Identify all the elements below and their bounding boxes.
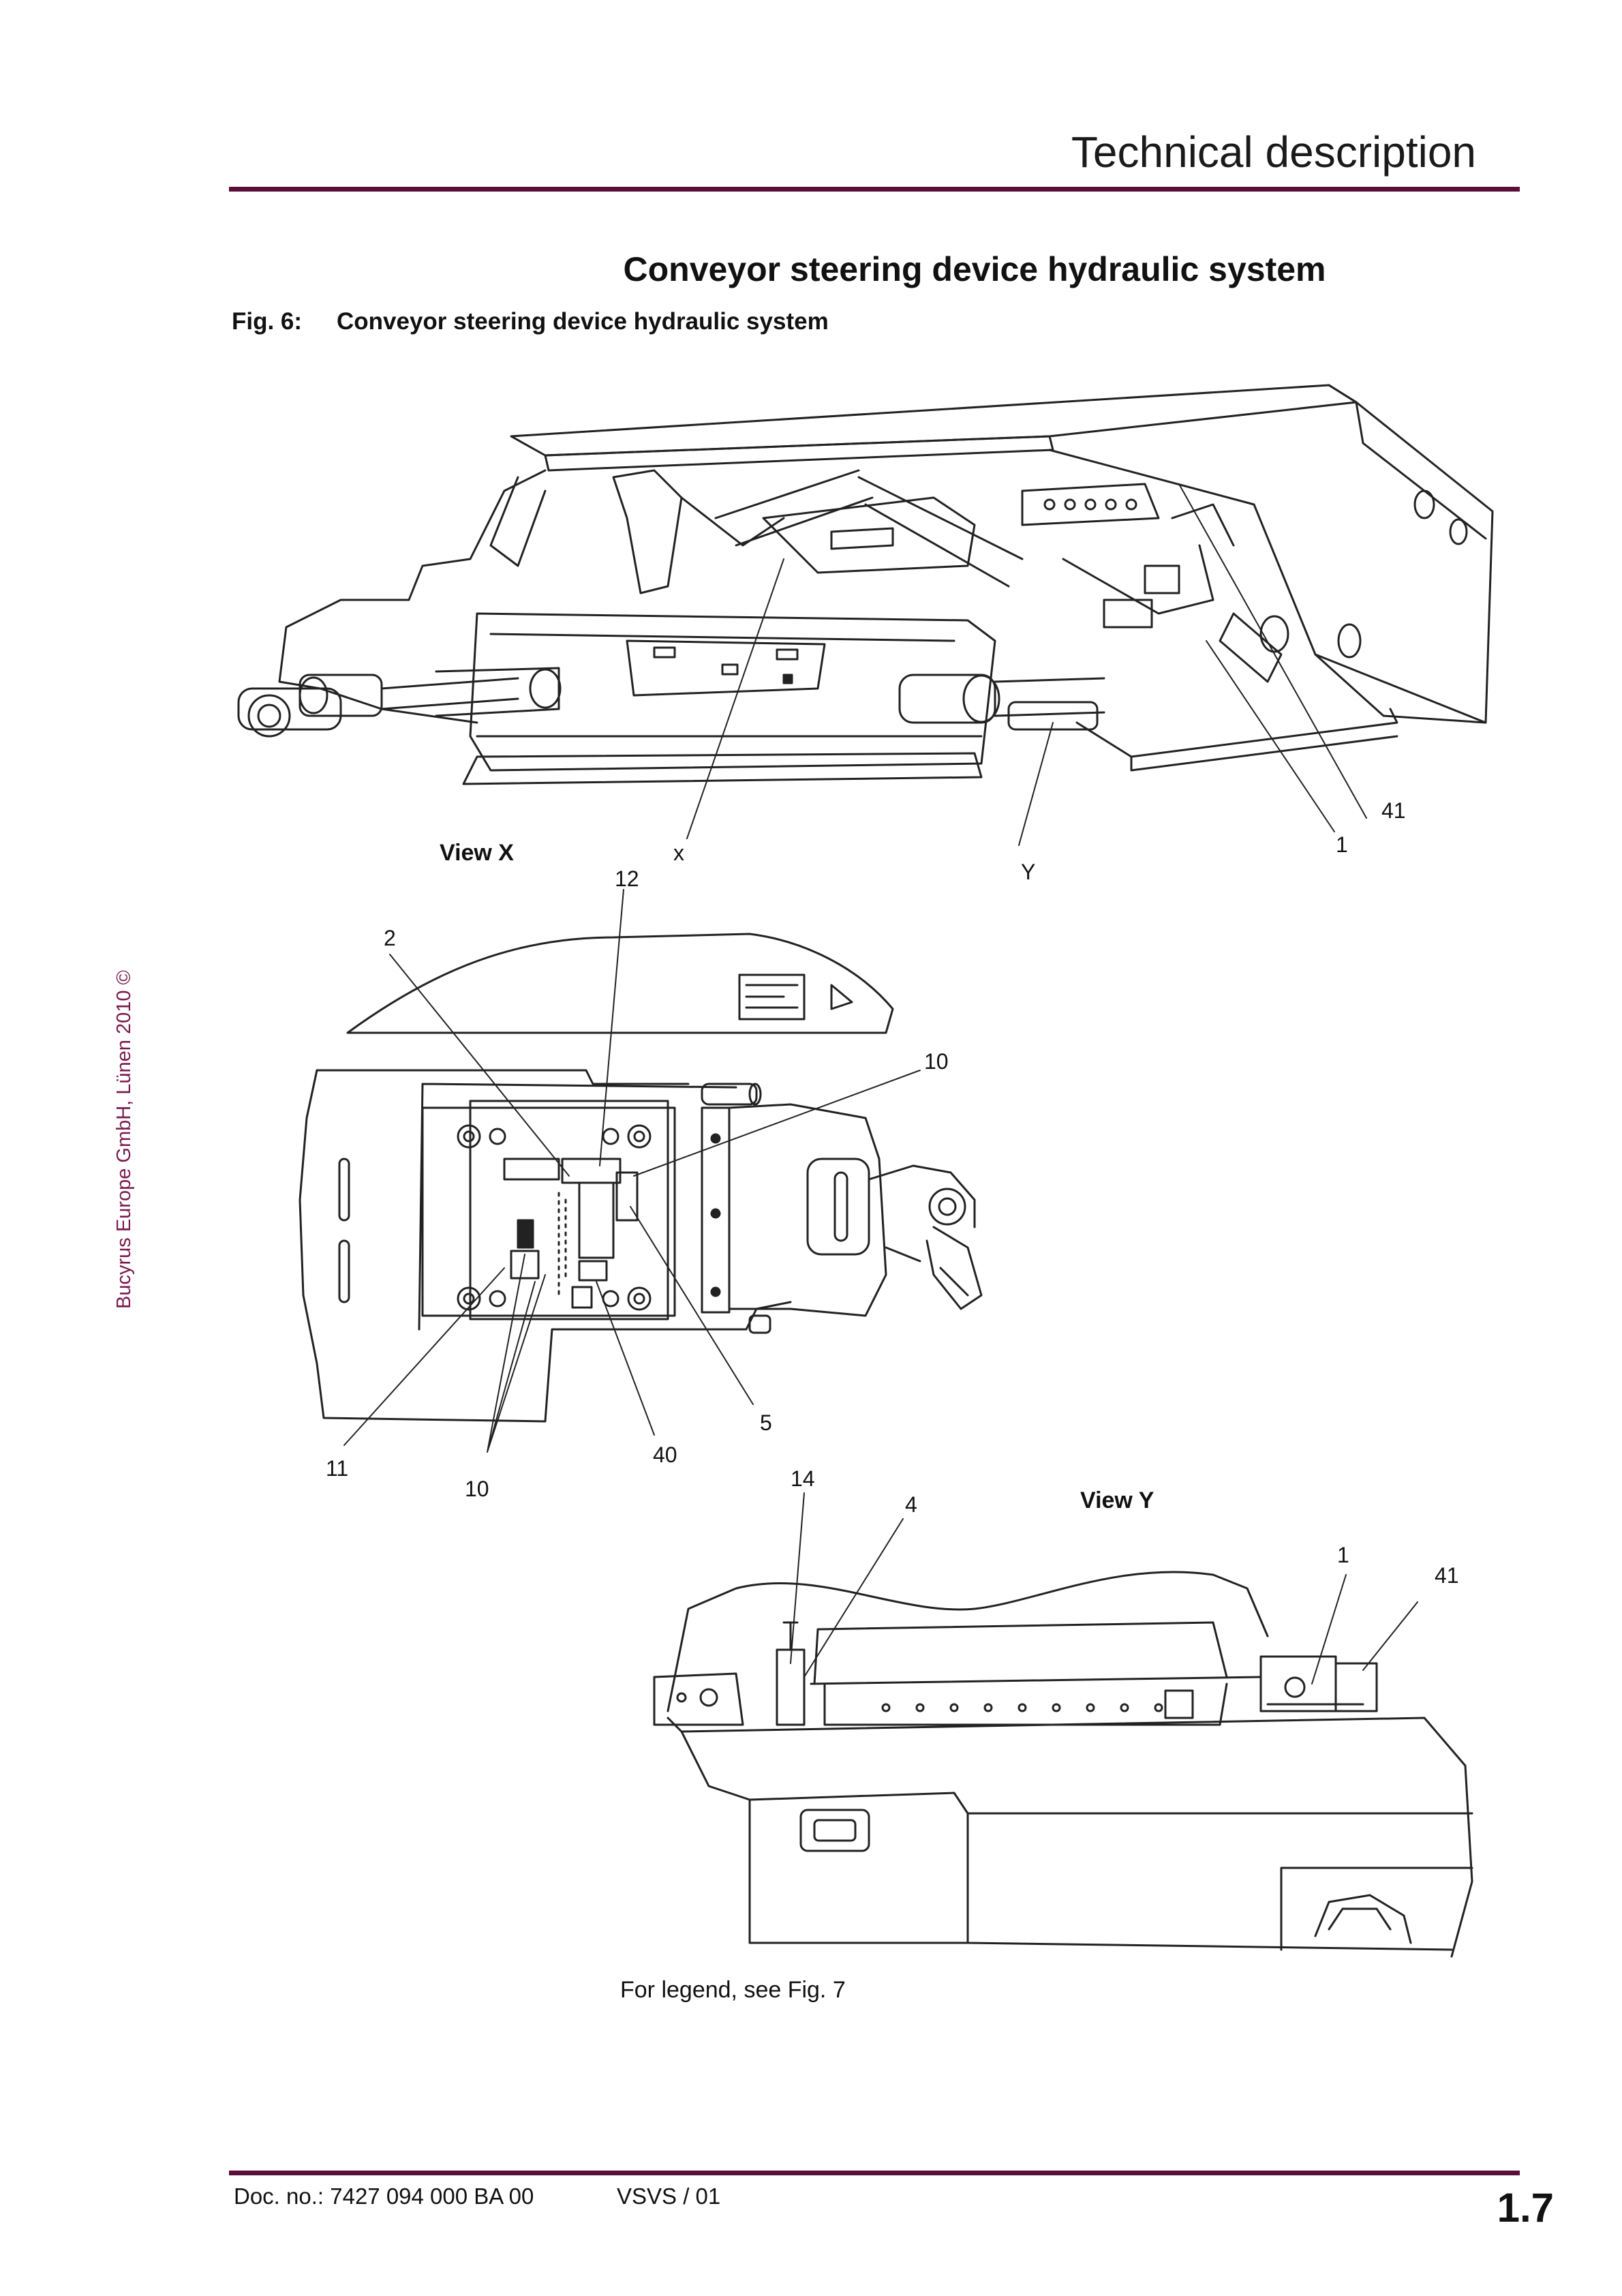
callout-12: 12: [615, 866, 639, 891]
figure-caption: Conveyor steering device hydraulic syste…: [337, 308, 829, 335]
callout-10-upper: 10: [924, 1049, 949, 1074]
legend-note: For legend, see Fig. 7: [620, 1977, 846, 2003]
footer-rule: [229, 2171, 1520, 2175]
footer-doc-number: Doc. no.: 7427 094 000 BA 00: [234, 2184, 534, 2209]
footer-version: VSVS / 01: [617, 2184, 721, 2209]
callout-5: 5: [760, 1410, 772, 1435]
callout-41-top: 41: [1381, 798, 1406, 823]
page-number: 1.7: [1497, 2185, 1554, 2231]
header-title: Technical description: [1071, 127, 1476, 177]
callout-40: 40: [653, 1442, 677, 1467]
header-rule: [229, 187, 1520, 192]
isometric-view: [237, 384, 1494, 846]
callout-10-lower: 10: [465, 1477, 489, 1501]
callout-1-top: 1: [1336, 832, 1348, 857]
figure-number: Fig. 6:: [232, 308, 303, 335]
view-y-drawing: [653, 1571, 1473, 1958]
callout-1-view-y: 1: [1337, 1543, 1349, 1567]
callout-x: x: [673, 841, 684, 865]
callout-4: 4: [905, 1492, 917, 1517]
view-x-drawing: [299, 933, 983, 1423]
view-x-label: View X: [440, 840, 514, 866]
callout-41-view-y: 41: [1435, 1563, 1459, 1588]
callout-14: 14: [791, 1466, 815, 1491]
callout-y: Y: [1021, 860, 1035, 884]
section-title: Conveyor steering device hydraulic syste…: [623, 250, 1326, 288]
callout-11: 11: [326, 1456, 348, 1481]
view-y-label: View Y: [1080, 1487, 1154, 1513]
callout-2: 2: [384, 926, 396, 950]
